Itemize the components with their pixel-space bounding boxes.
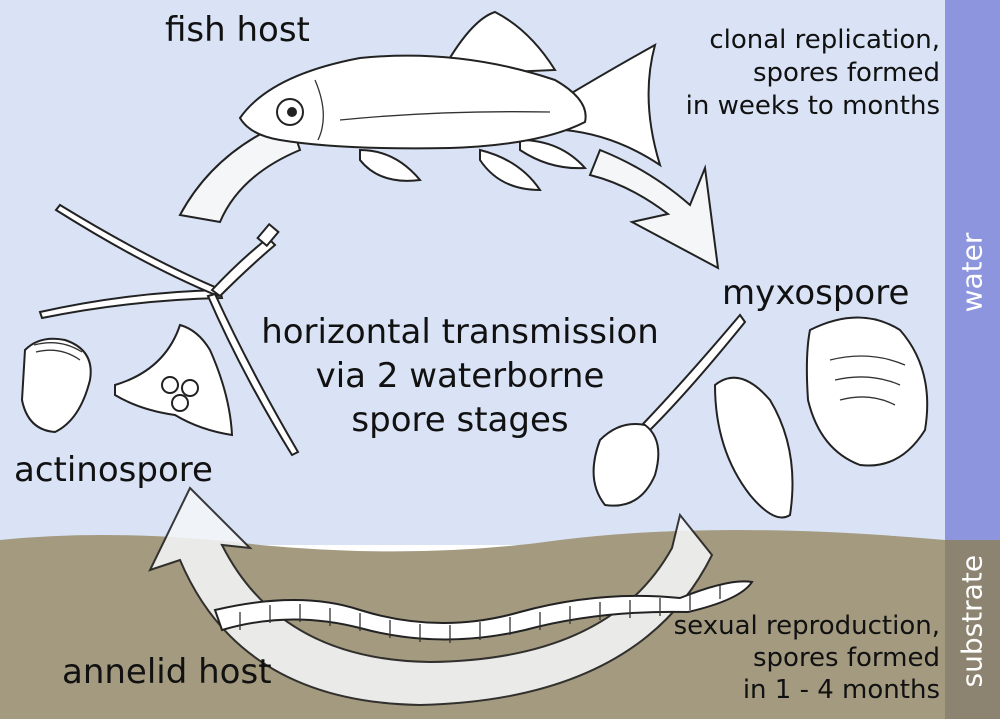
label-center-line-2: via 2 waterborne: [315, 356, 605, 396]
label-annelid-host: annelid host: [62, 652, 272, 692]
annelid-illustration: [213, 580, 754, 643]
label-sexual-reproduction: sexual reproduction, spores formed in 1 …: [674, 610, 940, 706]
arrow-upper-right: [588, 148, 720, 270]
label-sexual-line-2: spores formed: [752, 643, 940, 673]
side-label-water: water: [955, 232, 989, 313]
fish-illustration: [238, 10, 662, 192]
side-substrate-band: [945, 540, 1000, 719]
label-center-line-1: horizontal transmission: [261, 312, 659, 352]
label-center-line-3: spore stages: [351, 400, 569, 440]
label-clonal-line-3: in weeks to months: [685, 91, 940, 121]
label-myxospore: myxospore: [722, 273, 910, 313]
label-clonal-line-2: spores formed: [752, 58, 940, 88]
side-water-band: [945, 0, 1000, 540]
arrow-lower: [148, 486, 714, 707]
side-label-substrate: substrate: [955, 554, 989, 688]
actinospore-illustration: [20, 203, 300, 457]
label-clonal-line-1: clonal replication,: [709, 25, 940, 55]
label-sexual-line-1: sexual reproduction,: [673, 611, 940, 641]
label-actinospore: actinospore: [14, 450, 213, 490]
label-sexual-line-3: in 1 - 4 months: [742, 675, 940, 705]
label-horizontal-transmission: horizontal transmission via 2 waterborne…: [250, 310, 670, 442]
label-clonal-replication: clonal replication, spores formed in wee…: [686, 24, 940, 123]
myxospore-illustration: [592, 313, 929, 519]
label-fish-host: fish host: [165, 10, 310, 50]
